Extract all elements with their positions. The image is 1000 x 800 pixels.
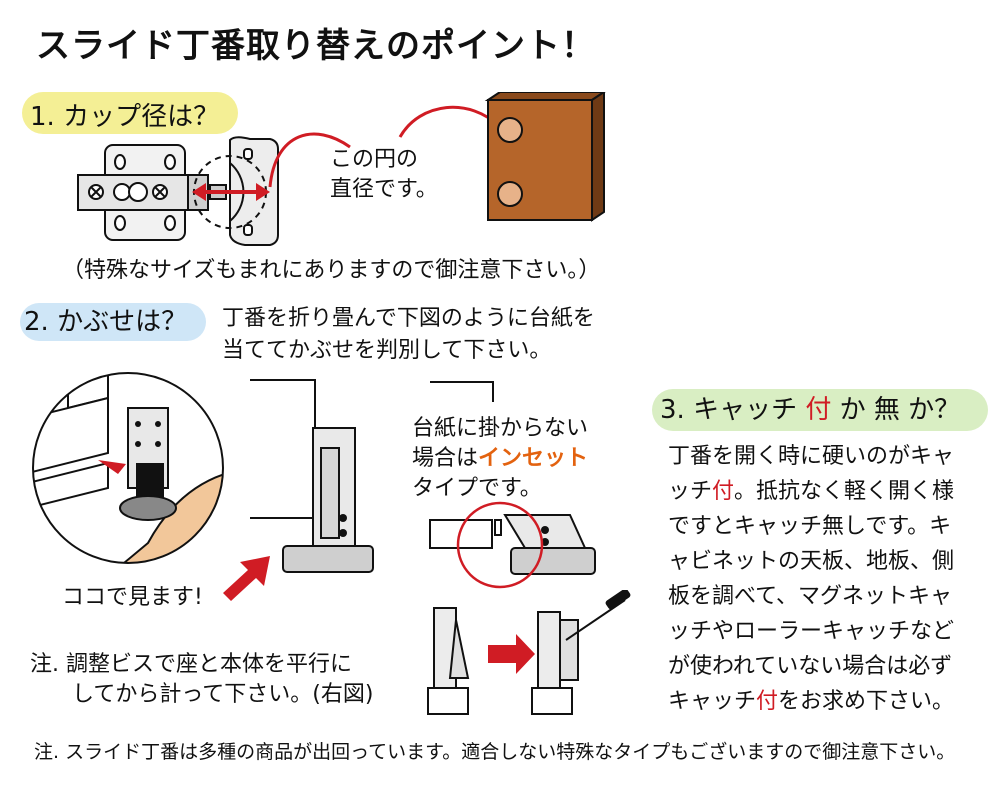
inset-highlight: インセット [478,446,589,471]
catch-line: ですとキャッチ無しです。キ [668,514,952,539]
inset-type-illustration [429,381,596,589]
catch-line-text: ッチ [668,479,713,504]
section2-heading-highlight [20,303,206,341]
measure-note-line2: してから計って下さい。(右図) [72,682,374,707]
catch-line: が使われていない場合は必ず [668,654,953,679]
catch-red-text: 付 [712,479,735,504]
look-here-arrow-icon [223,556,270,601]
cup-callout-line1: この円の [330,147,419,172]
catch-red-text: 付 [756,689,779,714]
footer-note: 注. スライド丁番は多種の商品が出回っています。適合しない特殊なタイプもございま… [34,741,956,763]
look-here-label: ココで見ます! [62,585,203,610]
cup-size-note: （特殊なサイズもまれにありますので御注意下さい。） [62,258,601,283]
overlay-desc-line1: 丁番を折り畳んで下図のように台紙を [222,306,595,331]
hinge-top-view-illustration [77,136,279,246]
folded-hinge-overlay-illustration [250,379,374,573]
section3-heading-highlight [652,389,988,431]
section1-heading: 1. カップ径は？ [30,102,220,132]
adjust-screw-illustration [427,590,631,715]
catch-line: ャビネットの天板、地板、側 [668,549,955,574]
section3-heading-suffix: か 無 か？ [831,395,961,425]
catch-line: キャッチ付をお求め下さい。 [668,684,954,719]
catch-line: 板を調べて、マグネットキャ [668,584,953,609]
catch-explanation: 丁番を開く時に硬いのがキャ ッチ付。抵抗なく軽く開く様 ですとキャッチ無しです。… [668,439,954,719]
section3-heading: 3. キャッチ 付 か 無 か？ [660,389,960,426]
inset-note-line2: 場合はインセット [412,444,588,474]
catch-line-text: をお求め下さい。 [778,689,955,714]
catch-line: ッチ付。抵抗なく軽く開く様 [668,474,954,509]
catch-line: ッチやローラーキャッチなど [668,619,955,644]
section1-heading-highlight [22,92,238,134]
inset-note-line1: 台紙に掛からない [412,416,589,441]
catch-line-text: キャッチ [668,689,757,714]
catch-line: 丁番を開く時に硬いのがキャ [668,444,955,469]
page-title: スライド丁番取り替えのポイント！ [36,26,596,66]
catch-line-text: 。抵抗なく軽く開く様 [734,479,955,504]
section2-heading: 2. かぶせは？ [24,307,188,337]
inset-note-line3: タイプです。 [412,476,542,501]
wood-door-illustration [484,92,606,222]
overlay-desc-line2: 当ててかぶせを判別して下さい。 [222,338,552,363]
inset-note-prefix: 場合は [412,446,479,471]
section3-heading-red: 付 [805,395,832,425]
cup-callout-line2: 直径です。 [330,177,438,202]
measure-note-line1: 注. 調整ビスで座と本体を平行に [30,652,352,677]
section3-heading-prefix: 3. キャッチ [660,395,806,425]
overlay-check-circle-illustration [32,372,224,564]
